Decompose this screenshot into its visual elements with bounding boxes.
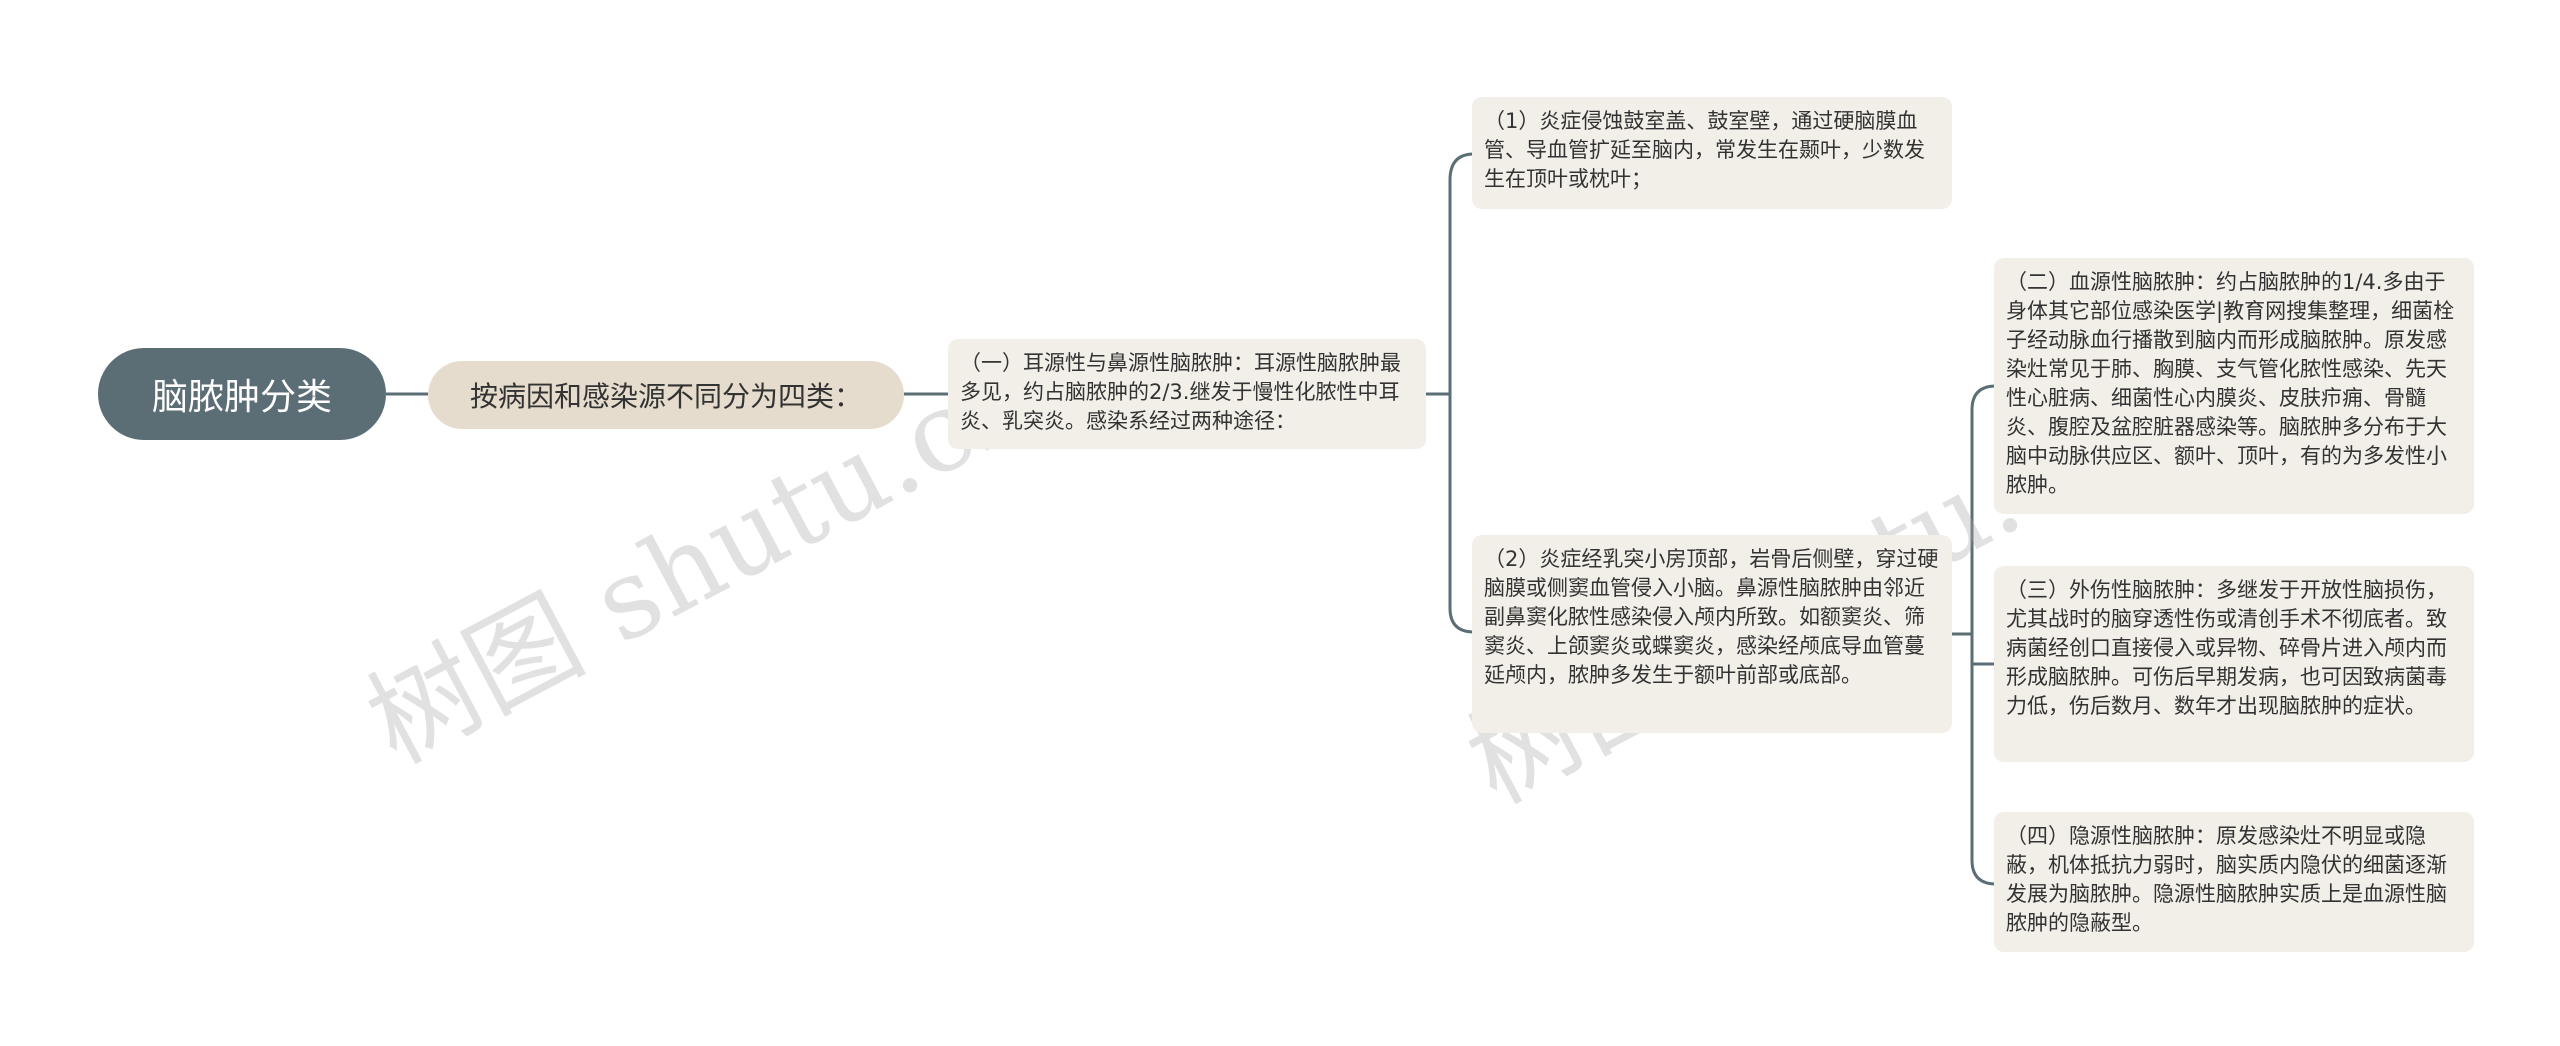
cryptogenic-abscess-node[interactable]: （四）隐源性脑脓肿：原发感染灶不明显或隐蔽，机体抵抗力弱时，脑实质内隐伏的细菌逐… [1994, 812, 2474, 952]
otogenic-abscess-node[interactable]: （一）耳源性与鼻源性脑脓肿：耳源性脑脓肿最多见，约占脑脓肿的2/3.继发于慢性化… [948, 339, 1426, 449]
link-p2-branches [1952, 384, 1997, 886]
route-1-node[interactable]: （1）炎症侵蚀鼓室盖、鼓室壁，通过硬脑膜血管、导血管扩延至脑内，常发生在颞叶，少… [1472, 97, 1952, 209]
traumatic-abscess-node[interactable]: （三）外伤性脑脓肿：多继发于开放性脑损伤，尤其战时的脑穿透性伤或清创手术不彻底者… [1994, 566, 2474, 762]
link-ear-branches [1426, 152, 1475, 634]
root-node[interactable]: 脑脓肿分类 [98, 348, 386, 440]
hematogenous-abscess-node[interactable]: （二）血源性脑脓肿：约占脑脓肿的1/4.多由于身体其它部位感染医学|教育网搜集整… [1994, 258, 2474, 514]
root-label: 脑脓肿分类 [151, 377, 332, 418]
classification-node[interactable]: 按病因和感染源不同分为四类： [428, 361, 904, 429]
route-2-node[interactable]: （2）炎症经乳突小房顶部，岩骨后侧壁，穿过硬脑膜或侧窦血管侵入小脑。鼻源性脑脓肿… [1472, 535, 1952, 733]
classification-label: 按病因和感染源不同分为四类： [469, 380, 862, 413]
